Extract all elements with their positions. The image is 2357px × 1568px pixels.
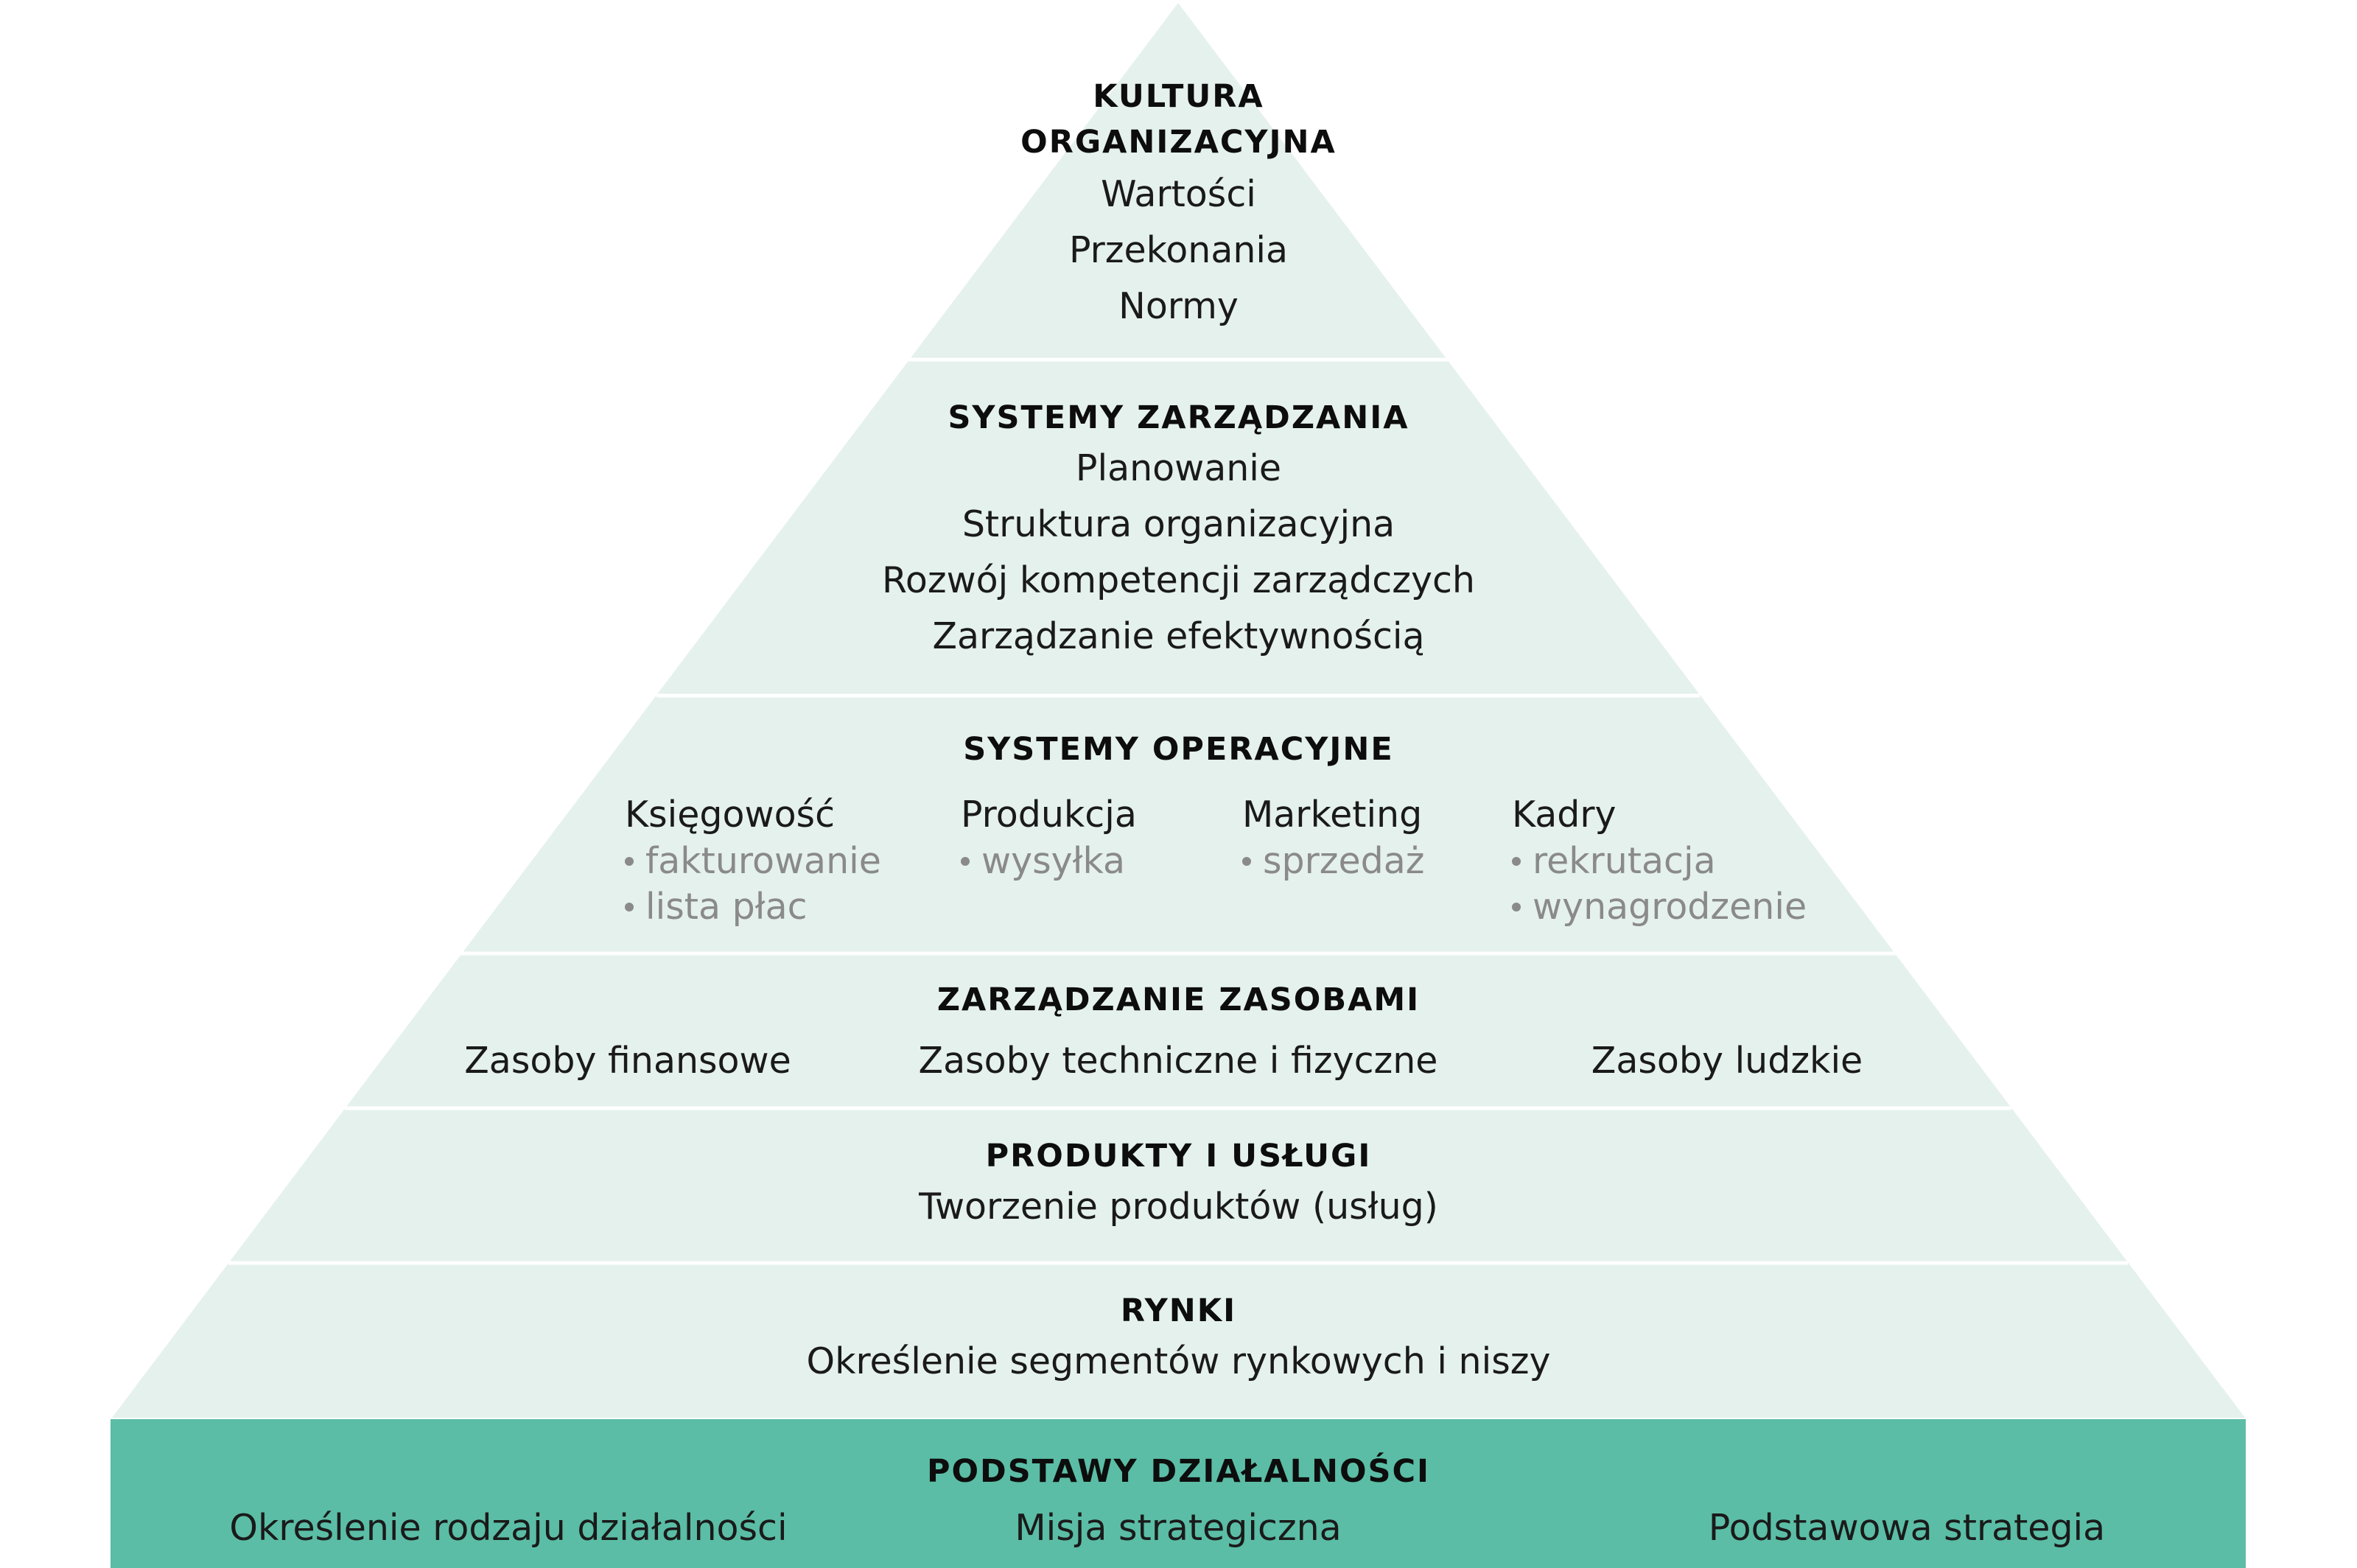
foundation-item: Określenie rodzaju działalności [229, 1507, 788, 1549]
column-sub-item: fakturowanie [625, 839, 881, 884]
bullet-icon [625, 856, 634, 866]
column-sub-item: rekrutacja [1512, 839, 1807, 884]
tier-item: Przekonania [1068, 229, 1289, 271]
base-band [111, 1419, 2246, 1568]
tier-title: SYSTEMY OPERACYJNE [963, 731, 1394, 768]
tier-title: ZARZĄDZANIE ZASOBAMI [936, 981, 1421, 1018]
tier-item: Wartości [1101, 173, 1256, 215]
tier-title: KULTURA [1093, 78, 1264, 115]
foundation-item: Misja strategiczna [1015, 1507, 1342, 1549]
operations-column-produkcja: Produkcja wysyłka [961, 791, 1137, 884]
tier-title: PODSTAWY DZIAŁALNOŚCI [926, 1453, 1431, 1490]
tier-systemy-operacyjne: SYSTEMY OPERACYJNE [0, 727, 2357, 772]
tier-item: Określenie segmentów rynkowych i niszy [806, 1340, 1551, 1382]
column-title: Kadry [1512, 794, 1617, 836]
tier-item: Planowanie [1075, 447, 1282, 489]
operations-column-kadry: Kadry rekrutacja wynagrodzenie [1512, 791, 1807, 930]
resource-item: Zasoby techniczne i fizyczne [918, 1040, 1438, 1082]
tier-title: PRODUKTY I USŁUGI [985, 1138, 1372, 1175]
tier-item: Struktura organizacyjna [962, 503, 1395, 545]
tier-title: SYSTEMY ZARZĄDZANIA [948, 399, 1409, 436]
tier-title: RYNKI [1120, 1292, 1237, 1329]
tier-podstawy-dzialalnosci: PODSTAWY DZIAŁALNOŚCI [0, 1449, 2357, 1494]
tier-items: Planowanie Struktura organizacyjna Rozwó… [0, 441, 2357, 665]
column-sub-item: lista płac [625, 884, 881, 930]
tier-items: Określenie segmentów rynkowych i niszy [0, 1334, 2357, 1390]
bullet-icon [1512, 856, 1521, 866]
column-sub-item: wynagrodzenie [1512, 884, 1807, 930]
bullet-icon [1512, 902, 1521, 911]
tier-title-line2: ORGANIZACYJNA [1020, 124, 1337, 161]
tier-systemy-zarzadzania: SYSTEMY ZARZĄDZANIA Planowanie Struktura… [0, 395, 2357, 665]
bullet-icon [1242, 856, 1251, 866]
tier-item: Zarządzanie efektywnością [932, 615, 1425, 657]
tier-item: Normy [1118, 285, 1239, 327]
tier-item: Tworzenie produktów (usług) [919, 1186, 1438, 1228]
column-sub-item: wysyłka [961, 839, 1137, 884]
pyramid-body [112, 3, 2245, 1418]
tier-item: Rozwój kompetencji zarządczych [882, 559, 1475, 601]
tier-kultura-organizacyjna: KULTURA ORGANIZACYJNA Wartości Przekonan… [0, 74, 2357, 335]
tier-produkty-i-uslugi: PRODUKTY I USŁUGI Tworzenie produktów (u… [0, 1133, 2357, 1235]
column-title: Produkcja [961, 794, 1137, 836]
tier-zarzadzanie-zasobami: ZARZĄDZANIE ZASOBAMI [0, 977, 2357, 1023]
bullet-icon [625, 902, 634, 911]
resource-item: Zasoby ludzkie [1591, 1040, 1863, 1082]
tier-items: Tworzenie produktów (usług) [0, 1179, 2357, 1235]
column-sub-item: sprzedaż [1242, 839, 1425, 884]
bullet-icon [961, 856, 970, 866]
foundation-item: Podstawowa strategia [1708, 1507, 2106, 1549]
column-title: Księgowość [625, 794, 836, 836]
resource-item: Zasoby finansowe [464, 1040, 791, 1082]
operations-column-marketing: Marketing sprzedaż [1242, 791, 1425, 884]
tier-items: Wartości Przekonania Normy [0, 167, 2357, 335]
tier-rynki: RYNKI Określenie segmentów rynkowych i n… [0, 1288, 2357, 1390]
column-title: Marketing [1242, 794, 1423, 836]
operations-column-ksiegowosc: Księgowość fakturowanie lista płac [625, 791, 881, 930]
